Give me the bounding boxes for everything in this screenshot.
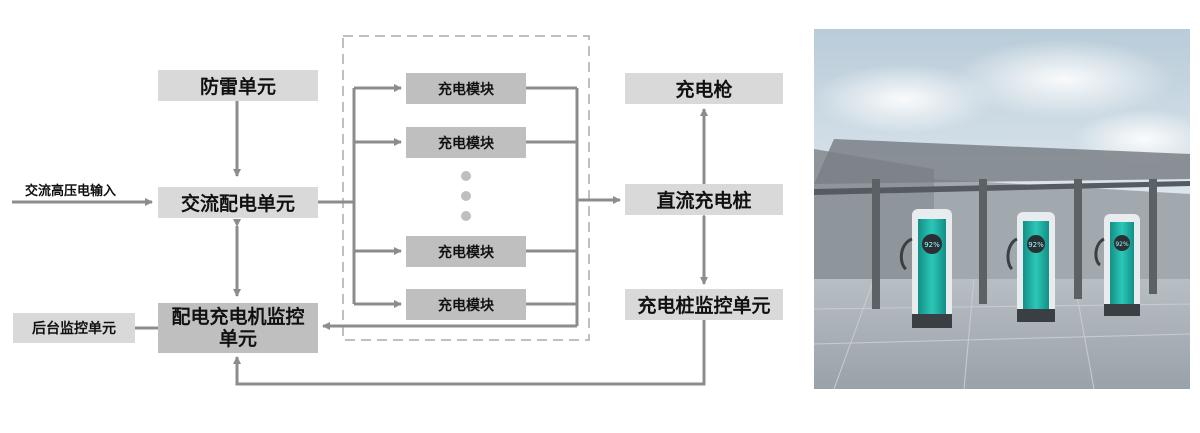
diagram-connectors — [12, 35, 708, 386]
charging-module-2: 充电模块 — [406, 127, 526, 158]
pile-readout-3: 92% — [1115, 241, 1129, 248]
pile-readout-2: 92% — [1028, 241, 1044, 249]
charger-pile-2: 92% — [1017, 212, 1055, 322]
dc-charging-pile: 直流充电桩 — [625, 184, 783, 215]
charging-gun: 充电枪 — [625, 73, 783, 104]
ac-distribution-unit: 交流配电单元 — [158, 187, 318, 218]
charger-pile-3: 92% — [1104, 214, 1140, 316]
charging-module-1: 充电模块 — [406, 73, 526, 104]
charger-pile-1: 92% — [912, 209, 952, 328]
ellipsis-dot — [461, 171, 471, 181]
ellipsis-dot — [461, 191, 471, 201]
lightning-protection-unit: 防雷单元 — [158, 70, 318, 101]
charger-monitor-unit: 配电充电机监控单元 — [158, 303, 318, 353]
module-group-frame — [342, 35, 590, 341]
charger-monitor-label: 配电充电机监控单元 — [171, 306, 305, 350]
pile-monitor-feedback-arrow — [233, 320, 706, 386]
ellipsis-dot — [461, 211, 471, 221]
backend-monitor-unit: 后台监控单元 — [13, 313, 135, 343]
input-label: 交流高压电输入 — [25, 184, 117, 199]
charging-module-3: 充电模块 — [406, 236, 526, 267]
pile-monitor-unit: 充电桩监控单元 — [625, 289, 783, 320]
pile-readout-1: 92% — [924, 241, 940, 249]
charging-module-4: 充电模块 — [406, 289, 526, 320]
charging-station-illustration: 92% 92% 92% — [814, 29, 1190, 389]
charging-station-photo: 92% 92% 92% — [814, 29, 1190, 389]
